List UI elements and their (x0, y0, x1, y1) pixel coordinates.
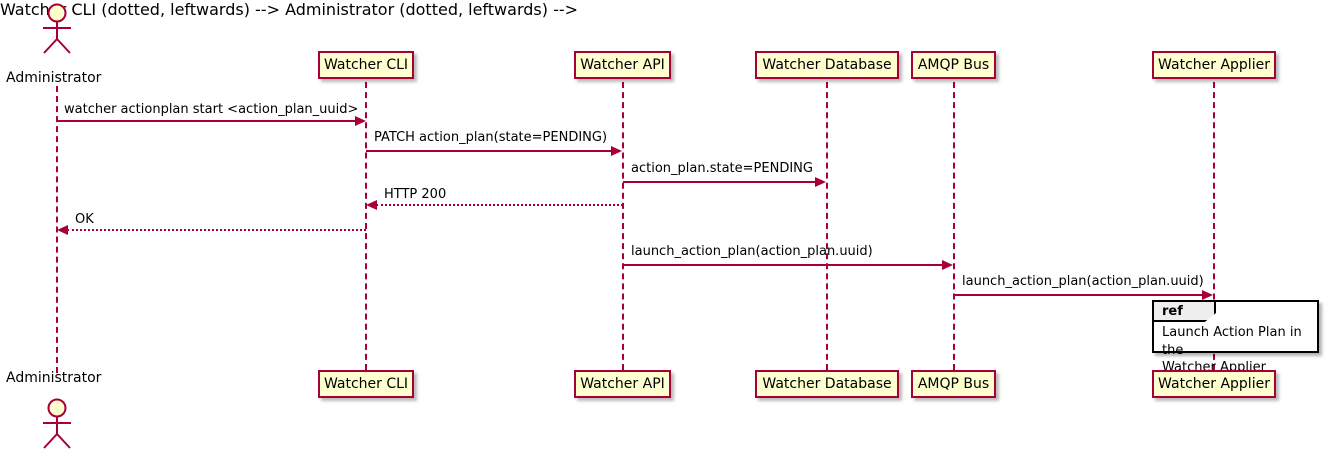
ref-fragment-body: Launch Action Plan in the Watcher Applie… (1162, 325, 1302, 376)
message-line-0 (57, 120, 356, 122)
actor-administrator-top (35, 3, 79, 55)
participant-watcher-api-bottom[interactable]: Watcher API (574, 370, 671, 398)
message-line-1 (366, 150, 612, 152)
message-line-2 (623, 181, 816, 183)
actor-stick-figure-icon (43, 3, 71, 54)
participant-watcher-api-top[interactable]: Watcher API (574, 51, 671, 79)
participant-amqp-bus-top[interactable]: AMQP Bus (911, 51, 996, 79)
ref-fragment-header: ref (1154, 302, 1216, 322)
message-arrowhead-5 (942, 260, 953, 270)
message-label-0: watcher actionplan start <action_plan_uu… (64, 102, 359, 117)
actor-label-administrator-top: Administrator (6, 70, 102, 86)
actor-label-administrator-bottom: Administrator (6, 370, 102, 386)
message-arrowhead-0 (355, 116, 366, 126)
lifeline-watcher-cli (365, 82, 367, 370)
participant-amqp-bus-bottom[interactable]: AMQP Bus (911, 370, 996, 398)
message-arrowhead-2 (815, 177, 826, 187)
message-label-6: launch_action_plan(action_plan.uuid) (962, 274, 1204, 289)
lifeline-watcher-api (622, 82, 624, 370)
lifeline-amqp-bus (953, 82, 955, 370)
message-label-2: action_plan.state=PENDING (631, 161, 813, 176)
lifeline-watcher-applier (1213, 82, 1215, 370)
message-label-3: HTTP 200 (384, 187, 447, 202)
message-label-4: OK (75, 212, 94, 227)
message-line-4 (67, 229, 366, 231)
message-arrowhead-4 (57, 225, 68, 235)
message-label-5: launch_action_plan(action_plan.uuid) (631, 244, 873, 259)
participant-watcher-database-top[interactable]: Watcher Database (755, 51, 899, 79)
participant-watcher-cli-top[interactable]: Watcher CLI (318, 51, 414, 79)
actor-stick-figure-icon (43, 398, 71, 449)
participant-watcher-database-bottom[interactable]: Watcher Database (755, 370, 899, 398)
message-arrowhead-1 (611, 146, 622, 156)
lifeline-watcher-database (826, 82, 828, 370)
message-line-5 (623, 264, 943, 266)
participant-watcher-applier-top[interactable]: Watcher Applier (1152, 51, 1276, 79)
message-label-1: PATCH action_plan(state=PENDING) (374, 130, 608, 145)
message-arrowhead-3 (366, 200, 377, 210)
actor-administrator-bottom (35, 398, 79, 450)
message-line-6 (954, 294, 1203, 296)
message-line-3 (376, 204, 623, 206)
ref-fragment: ref Launch Action Plan in the Watcher Ap… (1152, 300, 1319, 375)
participant-watcher-cli-bottom[interactable]: Watcher CLI (318, 370, 414, 398)
participant-watcher-applier-bottom[interactable]: Watcher Applier (1152, 370, 1276, 398)
message-arrowhead-6 (1202, 290, 1213, 300)
